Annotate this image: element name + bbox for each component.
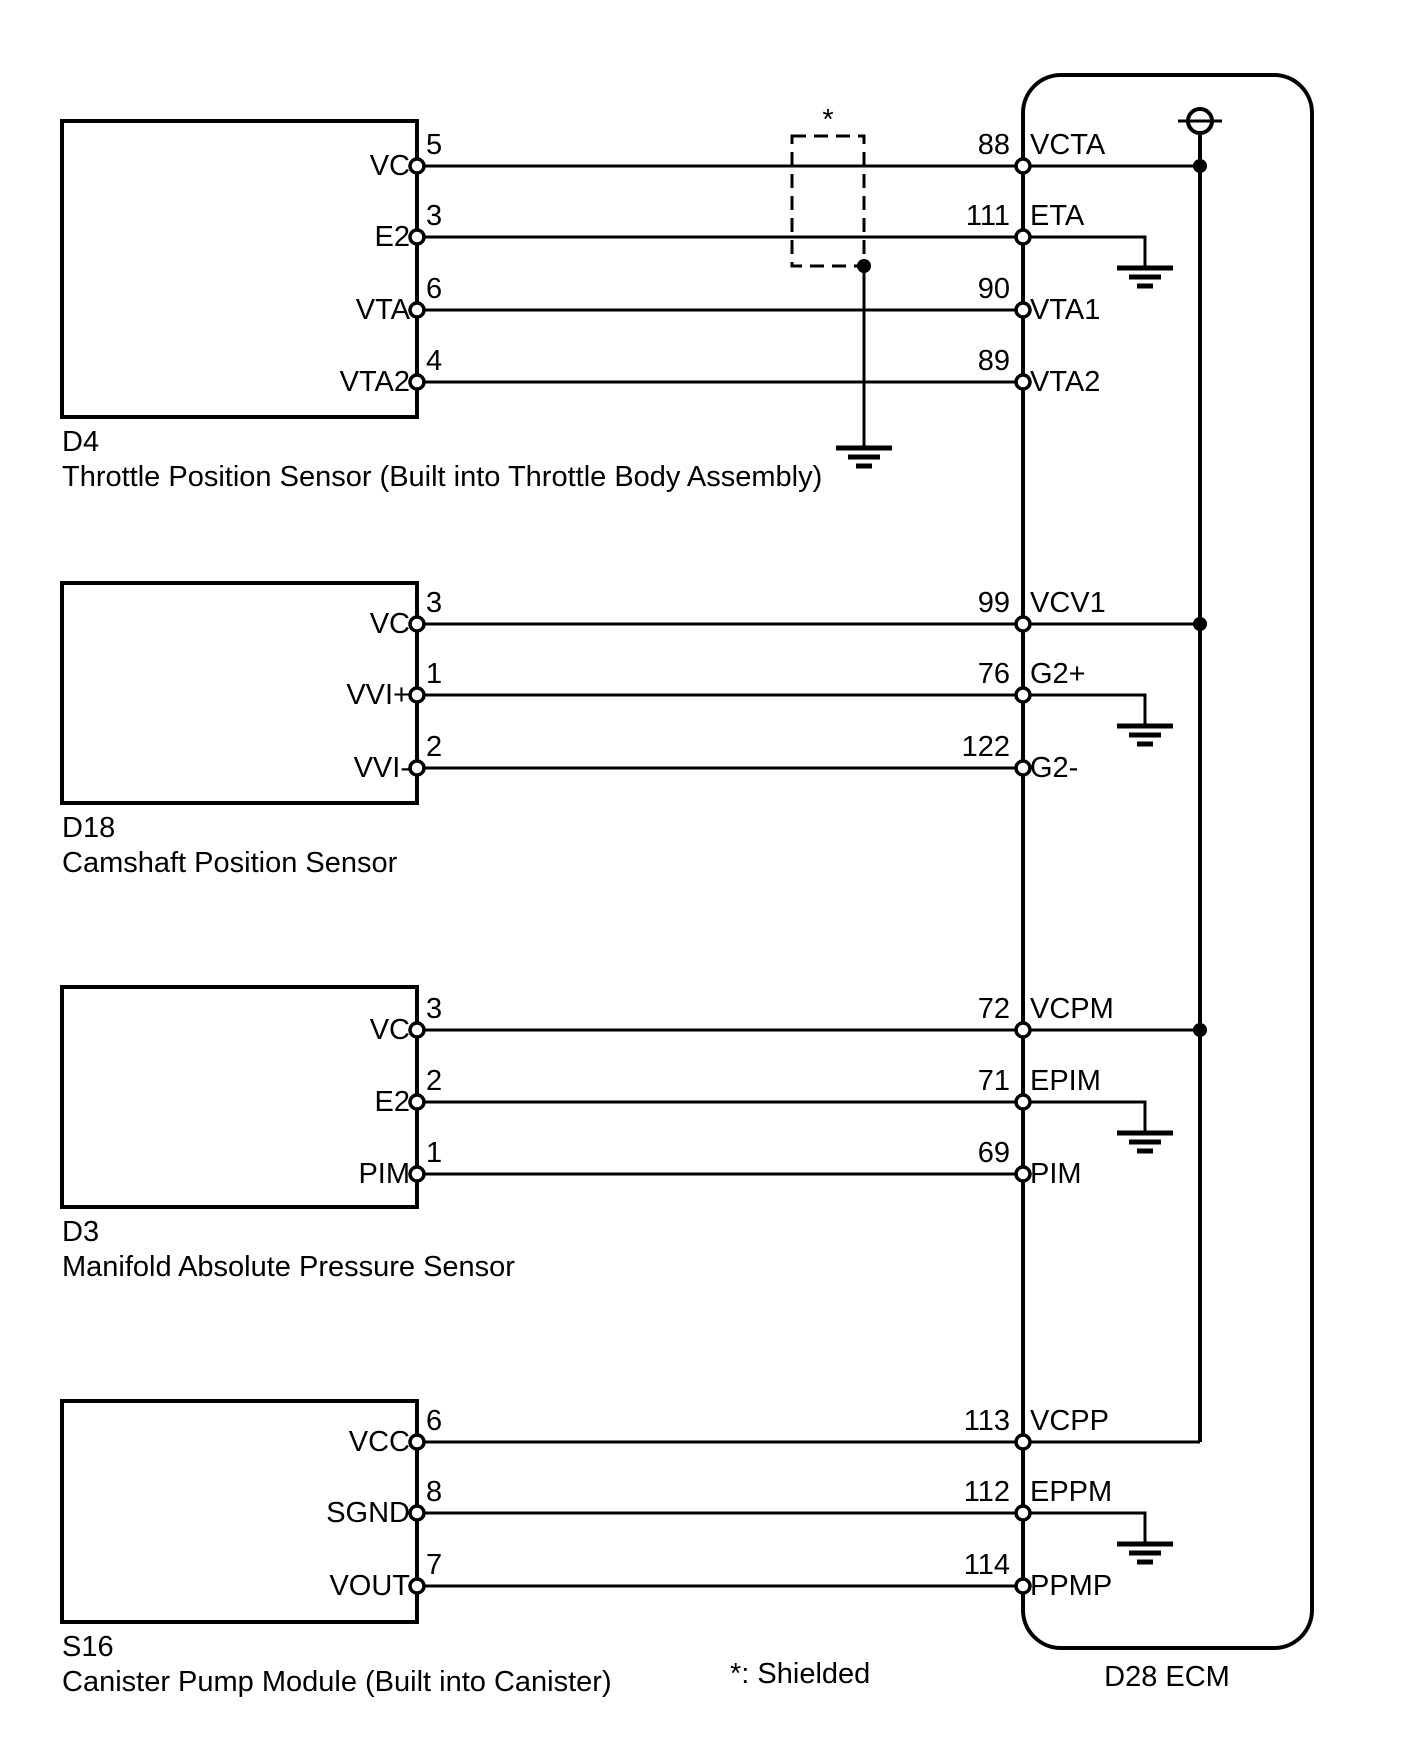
ecm-pin-terminals — [1014, 157, 1032, 1595]
sensor-pin-label: VOUT — [329, 1570, 410, 1602]
ecm-pin-label: PIM — [1030, 1158, 1082, 1190]
ecm-pin-label: VCTA — [1030, 129, 1106, 161]
shield-ground-icon — [1178, 107, 1222, 135]
wires — [417, 164, 1200, 1588]
ecm-pin-number: 89 — [977, 345, 1010, 377]
ecm-pin-number: 71 — [977, 1065, 1010, 1097]
sensor-pin-number: 8 — [426, 1476, 443, 1508]
ecm-pin-number: 112 — [963, 1476, 1010, 1508]
junction-dot — [1193, 1023, 1207, 1037]
wire-sgnd-eppm — [417, 1511, 1147, 1544]
ecm-pin-number: 90 — [977, 273, 1010, 305]
wire-e2-epim — [417, 1100, 1147, 1133]
sensor-pin-label: PIM — [358, 1158, 410, 1190]
sensor-pin-label: VCC — [348, 1426, 410, 1458]
ground-icon-g2p — [1117, 723, 1173, 747]
shield-box — [790, 134, 866, 448]
sensor-pin-label: VTA2 — [339, 366, 410, 398]
ground-icon-eta — [1117, 265, 1173, 289]
ecm-pin-label: ETA — [1030, 200, 1085, 232]
sensor-name: Manifold Absolute Pressure Sensor — [62, 1251, 515, 1283]
ecm-label: D28 ECM — [1104, 1661, 1230, 1693]
ecm-pin-number: 69 — [977, 1137, 1010, 1169]
sensor-pin-number: 3 — [426, 200, 443, 232]
ecm-pin-label: VCPM — [1030, 993, 1114, 1025]
ecm-pin-number: 114 — [963, 1549, 1010, 1581]
ecm-pin-label: PPMP — [1030, 1570, 1113, 1602]
wire-vvip-g2p — [417, 693, 1147, 726]
ecm-box — [1021, 73, 1314, 1650]
sensor-box-d4 — [60, 119, 419, 419]
sensor-pin-label: VC — [369, 150, 410, 182]
sensor-id: D3 — [62, 1216, 100, 1248]
sensor-pin-label: E2 — [374, 221, 410, 253]
shield-note: *: Shielded — [730, 1658, 871, 1690]
sensor-pin-label: VC — [369, 608, 410, 640]
junction-dot — [857, 259, 871, 273]
ground-icon-shield — [836, 445, 892, 469]
sensor-pin-number: 7 — [426, 1549, 443, 1581]
ecm-pin-label: G2+ — [1030, 658, 1086, 690]
shield-asterisk: * — [822, 104, 834, 136]
ecm-pin-number: 72 — [977, 993, 1010, 1025]
ecm-pin-label: VCV1 — [1030, 587, 1106, 619]
sensor-name: Throttle Position Sensor (Built into Thr… — [62, 461, 823, 493]
sensor-id: D18 — [62, 812, 116, 844]
sensor-pin-label: VVI+ — [346, 679, 410, 711]
ecm-pin-label: EPPM — [1030, 1476, 1113, 1508]
ground-icon-eppm — [1117, 1541, 1173, 1565]
sensor-pin-number: 2 — [426, 731, 443, 763]
sensor-pin-number: 3 — [426, 993, 443, 1025]
ecm-pin-label: VTA2 — [1030, 366, 1101, 398]
sensor-id: D4 — [62, 426, 100, 458]
ecm-pin-label: EPIM — [1030, 1065, 1101, 1097]
junction-dot — [1193, 617, 1207, 631]
ecm-pin-number: 111 — [965, 200, 1010, 232]
sensor-pin-number: 1 — [426, 658, 443, 690]
sensor-name: Canister Pump Module (Built into Caniste… — [62, 1666, 612, 1698]
ecm-pin-label: VCPP — [1030, 1405, 1109, 1437]
ecm-pin-number: 122 — [961, 731, 1010, 763]
sensor-pin-number: 4 — [426, 345, 443, 377]
ecm-pin-label: VTA1 — [1030, 294, 1101, 326]
sensor-pin-number: 6 — [426, 1405, 443, 1437]
junction-dots — [857, 159, 1207, 1037]
wire-e2-eta — [417, 235, 1147, 268]
sensor-pin-terminals — [408, 157, 426, 1595]
sensor-pin-number: 5 — [426, 129, 443, 161]
ground-icon-epim — [1117, 1130, 1173, 1154]
ecm-pin-number: 113 — [963, 1405, 1010, 1437]
sensor-pin-label: E2 — [374, 1086, 410, 1118]
sensor-id: S16 — [62, 1631, 114, 1663]
sensor-pin-number: 1 — [426, 1137, 443, 1169]
sensor-pin-label: SGND — [326, 1497, 410, 1529]
sensor-pin-number: 6 — [426, 273, 443, 305]
junction-dot — [1193, 159, 1207, 173]
sensor-pin-label: VTA — [355, 294, 410, 326]
ecm-pin-number: 88 — [977, 129, 1010, 161]
sensor-name: Camshaft Position Sensor — [62, 847, 398, 879]
sensor-pin-label: VVI- — [353, 752, 410, 784]
ecm-pin-number: 76 — [977, 658, 1010, 690]
sensor-pin-number: 3 — [426, 587, 443, 619]
sensor-pin-number: 2 — [426, 1065, 443, 1097]
sensor-pin-label: VC — [369, 1014, 410, 1046]
ecm-pin-label: G2- — [1030, 752, 1079, 784]
ecm-pin-number: 99 — [977, 587, 1010, 619]
